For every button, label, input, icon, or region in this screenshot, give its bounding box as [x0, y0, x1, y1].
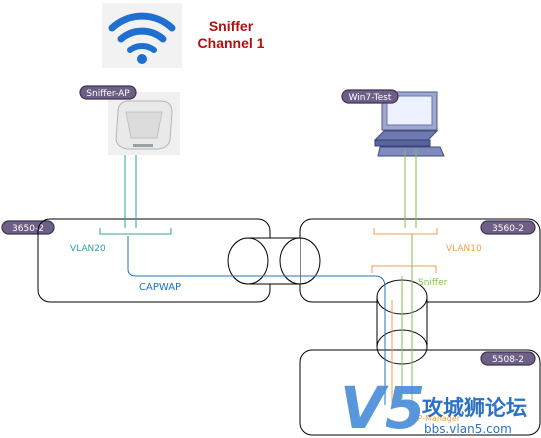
- vlan10-label: VLAN10: [446, 244, 482, 254]
- pc-uplink-lines: [404, 150, 417, 228]
- trunk-horizontal: [227, 237, 321, 285]
- vlan20-label: VLAN20: [70, 244, 106, 254]
- switch-right-label: 3560-2: [480, 220, 536, 235]
- sniffer-lines: [401, 234, 413, 405]
- switch-left-label-text: 3650-2: [12, 224, 44, 234]
- ap-label: Sniffer-AP: [79, 85, 137, 100]
- sniffer-label: Sniffer: [418, 278, 448, 288]
- watermark: V5 攻城狮论坛 bbs.vlan5.com: [340, 374, 527, 438]
- ap-uplink-lines: [124, 155, 137, 228]
- wlc-box: [299, 349, 541, 436]
- wlc-label-text: 5508-2: [492, 355, 524, 365]
- capwap-label: CAPWAP: [139, 282, 181, 293]
- pc-label-text: Win7-Test: [349, 93, 392, 103]
- sniffer-bracket: [371, 265, 437, 273]
- title-line2: Channel 1: [198, 35, 265, 51]
- watermark-url: bbs.vlan5.com: [424, 422, 512, 436]
- ap-label-text: Sniffer-AP: [86, 89, 130, 99]
- wlc-label: 5508-2: [480, 351, 536, 366]
- capwap-path: [127, 236, 386, 405]
- wifi-icon: [102, 3, 182, 68]
- access-point-icon: [108, 92, 180, 155]
- ap-manager-label: AP-Manager: [412, 414, 461, 423]
- vlan10-bracket: [373, 228, 438, 235]
- switch-left-label: 3650-2: [1, 220, 55, 235]
- pc-label: Win7-Test: [341, 89, 399, 104]
- switch-right-label-text: 3560-2: [492, 224, 524, 234]
- title-line1: Sniffer: [209, 18, 254, 34]
- vlan20-bracket: [99, 228, 172, 235]
- watermark-brand: 攻城狮论坛: [422, 396, 527, 420]
- watermark-logo: V5: [340, 374, 425, 438]
